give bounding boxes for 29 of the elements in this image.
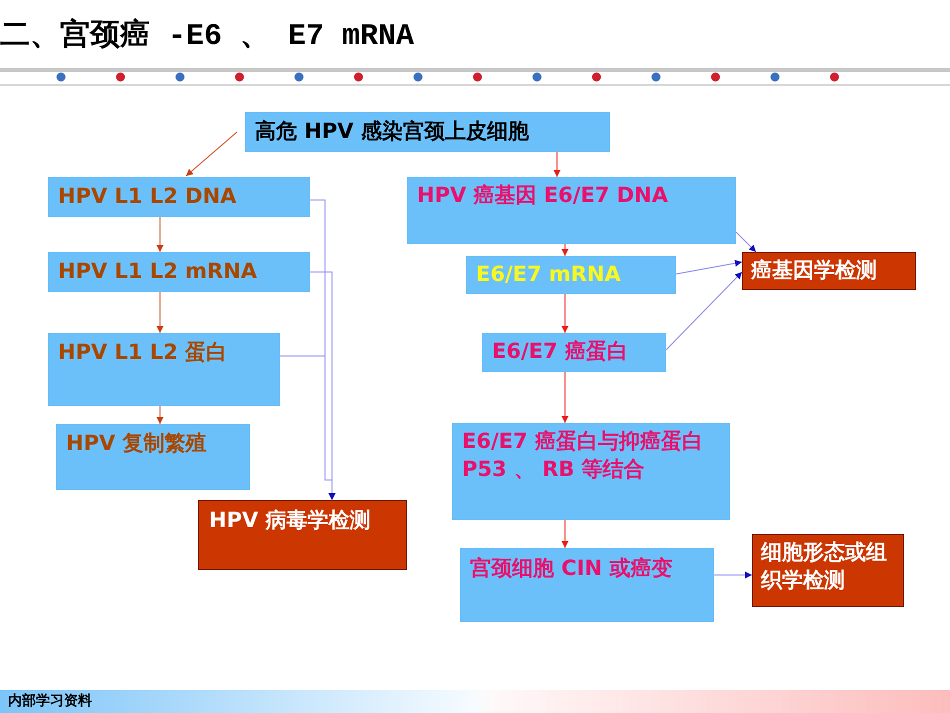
arrow [736, 232, 756, 252]
process-box: HPV L1 L2 mRNA [48, 252, 310, 292]
process-box: E6/E7 癌蛋白 [482, 333, 666, 372]
process-box: HPV 癌基因 E6/E7 DNA [407, 177, 736, 244]
process-box: 高危 HPV 感染宫颈上皮细胞 [245, 112, 610, 152]
process-box: HPV L1 L2 DNA [48, 177, 310, 217]
process-box: E6/E7 mRNA [466, 256, 676, 294]
process-box: 癌基因学检测 [742, 252, 916, 290]
arrow [562, 244, 568, 256]
slide-title: 二、宫颈癌 -E6 、 E7 mRNA [0, 14, 414, 55]
arrow [562, 372, 568, 424]
process-box: HPV 复制繁殖 [56, 424, 250, 490]
arrow [676, 260, 742, 274]
arrow [714, 572, 752, 578]
process-box: HPV L1 L2 蛋白 [48, 333, 280, 406]
arrow [186, 132, 238, 176]
process-box: HPV 病毒学检测 [198, 500, 407, 570]
arrow [562, 294, 568, 334]
process-box: 细胞形态或组织学检测 [752, 534, 904, 607]
process-box: 宫颈细胞 CIN 或癌变 [460, 548, 714, 622]
arrow [156, 216, 164, 252]
process-box: E6/E7 癌蛋白与抑癌蛋白 P53 、 RB 等结合 [452, 423, 730, 520]
arrow [156, 292, 164, 334]
arrow [280, 356, 336, 500]
arrow [562, 520, 568, 548]
arrow [554, 152, 560, 178]
footer-note: 内部学习资料 [8, 692, 92, 710]
arrow [666, 272, 742, 350]
arrow [156, 406, 164, 424]
